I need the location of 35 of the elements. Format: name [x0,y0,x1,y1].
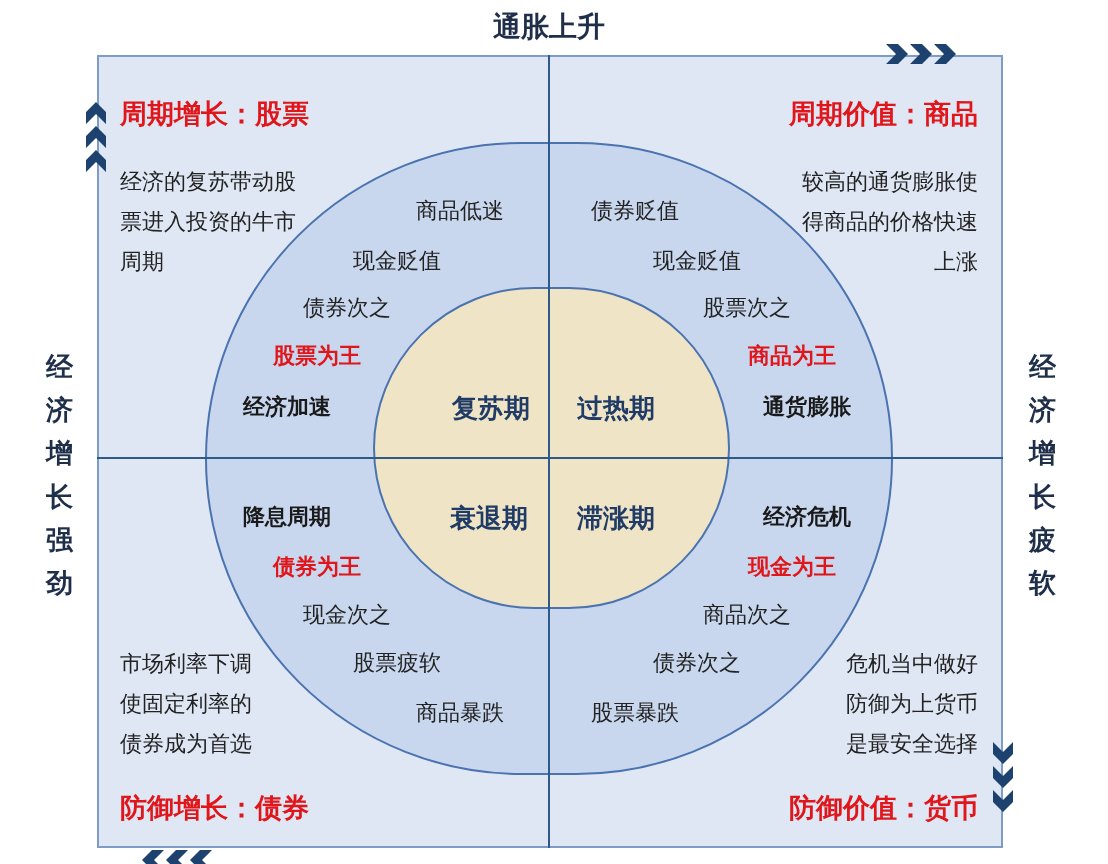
ring-label: 经济危机 [763,502,851,531]
ring-label: 股票疲软 [353,648,441,677]
phase-label: 过热期 [577,391,655,425]
ring-label: 债券次之 [303,293,391,322]
ring-label: 商品为王 [748,341,836,370]
quadrant-heading: 防御增长：债券 [120,791,309,825]
quadrant-description: 危机当中做好防御为上货币是最安全选择 [845,650,978,758]
quadrant-description: 较高的通货膨胀使得商品的价格快速上涨 [801,168,978,276]
ring-label: 股票次之 [703,293,791,322]
ring-label: 商品次之 [703,600,791,629]
phase-label: 复苏期 [452,391,530,425]
ring-label: 债券为王 [273,552,361,581]
quadrant-description: 市场利率下调使固定利率的债券成为首选 [120,650,253,758]
ring-label: 股票暴跌 [591,698,679,727]
phase-label: 滞涨期 [577,501,655,535]
ring-label: 商品低迷 [416,196,504,225]
ring-label: 商品暴跌 [416,698,504,727]
ring-label: 通货膨胀 [763,392,851,421]
axis-label: 通胀上升 [492,9,606,45]
axis-label: 经济增长强劲 [46,350,73,600]
ring-label: 现金为王 [748,552,836,581]
quadrant-heading: 防御价值：货币 [789,791,978,825]
ring-label: 债券贬值 [591,196,679,225]
ring-label: 现金贬值 [653,246,741,275]
quadrant-heading: 周期增长：股票 [120,97,309,131]
quadrant-heading: 周期价值：商品 [789,97,978,131]
ring-label: 经济加速 [243,392,331,421]
ring-label: 现金贬值 [353,246,441,275]
quadrant-description: 经济的复苏带动股票进入投资的牛市周期 [120,168,297,276]
axis-label: 经济增长疲软 [1029,350,1056,600]
phase-label: 衰退期 [450,501,528,535]
ring-label: 现金次之 [303,600,391,629]
ring-label: 股票为王 [273,341,361,370]
ring-label: 债券次之 [653,648,741,677]
ring-label: 降息周期 [243,502,331,531]
